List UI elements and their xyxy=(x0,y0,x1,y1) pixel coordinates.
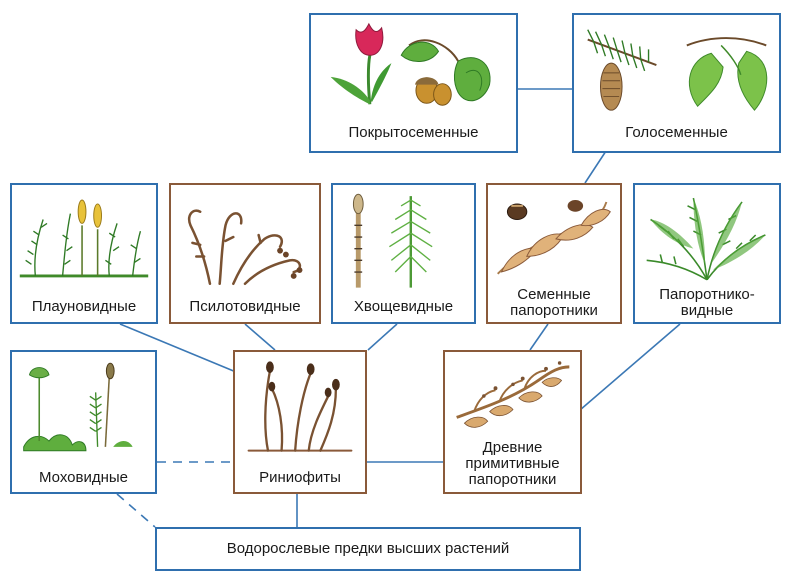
label-ferns-line-2: видные xyxy=(680,302,734,319)
ginkgo-leaf-icon xyxy=(686,37,768,111)
label-seed-ferns-line-2: папоротники xyxy=(510,302,598,319)
link-gymno-seedferns xyxy=(584,150,607,184)
label-seed-ferns-line-1: Семенные xyxy=(517,286,591,303)
horsetail-illustration xyxy=(352,193,433,288)
ancient-fern-illustration xyxy=(456,361,570,428)
label-ancient-ferns-line-3: папоротники xyxy=(468,471,557,488)
horsetail-icon xyxy=(352,193,433,288)
pine-cone-icon xyxy=(587,29,657,111)
node-lycopsids: Плауновидные xyxy=(10,183,158,324)
label-psilotopsids: Псилотовидные xyxy=(189,298,301,315)
psilotum-icon xyxy=(187,209,302,286)
label-rhyniophytes: Риниофиты xyxy=(259,469,341,486)
link-seedferns-ancient xyxy=(529,323,549,351)
label-seed-ferns: Семенные папоротники xyxy=(488,287,620,319)
label-ferns-line-1: Папоротнико- xyxy=(659,286,755,303)
fern-icon xyxy=(646,197,766,281)
rhynia-icon xyxy=(247,369,353,452)
moss-illustration xyxy=(23,362,133,452)
rhynia-illustration xyxy=(247,361,353,452)
node-mosses: Моховидные xyxy=(10,350,157,494)
oak-acorn-icon xyxy=(400,39,491,106)
node-gymnosperms: Голосеменные xyxy=(572,13,781,153)
tulip-oak-illustration xyxy=(330,22,491,106)
strobilus-mark xyxy=(77,199,87,224)
link-psilo-rhynia xyxy=(244,323,276,351)
link-horse-rhynia xyxy=(367,323,398,351)
node-ferns: Папоротнико- видные xyxy=(633,183,781,324)
link-moss-root xyxy=(116,493,156,528)
node-rhyniophytes: Риниофиты xyxy=(233,350,367,494)
node-psilotopsids: Псилотовидные xyxy=(169,183,321,324)
label-ancient-ferns-line-2: примитивные xyxy=(465,455,560,472)
node-ancient-ferns: Древние примитивные папоротники xyxy=(443,350,582,494)
node-seed-ferns: Семенные папоротники xyxy=(486,183,622,324)
pine-ginkgo-illustration xyxy=(587,29,768,111)
label-lycopsids: Плауновидные xyxy=(31,298,137,315)
node-horsetails: Хвощевидные xyxy=(331,183,476,324)
ancient-fern-icon xyxy=(456,361,570,428)
label-mosses: Моховидные xyxy=(38,469,129,486)
link-ferns-ancient xyxy=(579,323,681,411)
label-ancient-ferns-line-1: Древние xyxy=(482,439,543,456)
clubmoss-icon xyxy=(19,213,149,278)
label-angiosperms: Покрытосеменные xyxy=(348,124,479,141)
psilotum-illustration xyxy=(187,209,303,286)
clubmoss-illustration xyxy=(19,199,149,278)
label-gymnosperms: Голосеменные xyxy=(625,124,728,141)
node-angiosperms: Покрытосеменные xyxy=(309,13,518,153)
label-algal-ancestors: Водорослевые предки высших растений xyxy=(226,540,510,557)
fern-illustration xyxy=(646,197,766,281)
tulip-icon xyxy=(330,22,392,105)
moss-icon xyxy=(23,362,133,452)
seed-fern-icon xyxy=(497,200,611,275)
seed-fern-illustration xyxy=(497,200,611,275)
strobilus-mark xyxy=(93,203,102,228)
label-horsetails: Хвощевидные xyxy=(353,298,454,315)
label-ancient-ferns: Древние примитивные папоротники xyxy=(445,440,580,488)
node-algal-ancestors: Водорослевые предки высших растений xyxy=(155,527,581,571)
label-ferns: Папоротнико- видные xyxy=(635,287,779,319)
